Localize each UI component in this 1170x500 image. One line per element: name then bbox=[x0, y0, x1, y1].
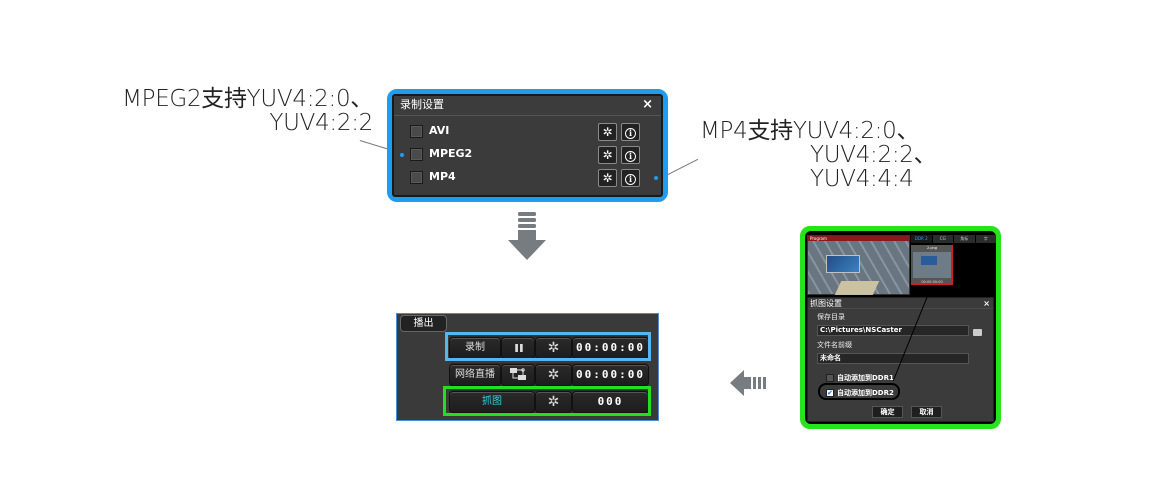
capture-settings-title: 抓图设置 bbox=[810, 299, 842, 308]
record-settings-dialog: 录制设置 × AVI ✲ i MPEG2 ✲ i MP4 ✲ i bbox=[392, 94, 663, 197]
format-row-avi: AVI ✲ i bbox=[410, 123, 647, 141]
tab-text[interactable]: 字 bbox=[975, 235, 996, 243]
tab-logo[interactable]: 角标 bbox=[954, 235, 975, 243]
thumbnail-name: 2.png bbox=[926, 246, 937, 250]
gear-icon: ✲ bbox=[602, 171, 613, 185]
info-icon: i bbox=[625, 151, 636, 162]
record-settings-titlebar: 录制设置 × bbox=[394, 96, 661, 116]
mp4-annotation: MP4支持YUV4:2:0、 YUV4:2:2、 YUV4:4:4 bbox=[700, 118, 937, 192]
capture-button[interactable]: 抓图 bbox=[449, 391, 535, 413]
ddr2-option-highlight bbox=[818, 383, 900, 400]
ddr-tabs: DDR 2 CG 角标 字 bbox=[911, 235, 996, 243]
capture-row: 抓图 ✲ 000 bbox=[449, 390, 649, 414]
capture-counter: 000 bbox=[572, 391, 649, 413]
format-row-mpeg2: MPEG2 ✲ i bbox=[410, 146, 647, 164]
stream-timer: 00:00:00 bbox=[572, 364, 649, 386]
network-icon bbox=[510, 368, 526, 380]
save-dir-input[interactable]: C:\Pictures\NSCaster bbox=[817, 325, 969, 336]
gear-icon: ✲ bbox=[547, 367, 560, 383]
program-preview: Program bbox=[807, 235, 910, 295]
capture-settings-titlebar: 抓图设置 × bbox=[808, 298, 993, 309]
format-label: MPEG2 bbox=[429, 147, 473, 160]
auto-ddr1-label: 自动添加到DDR1 bbox=[837, 374, 894, 382]
record-button[interactable]: 录制 bbox=[449, 337, 501, 359]
check-icon: ✔ bbox=[827, 389, 833, 397]
close-icon[interactable]: × bbox=[642, 97, 653, 112]
format-label: AVI bbox=[429, 124, 450, 137]
thumbnail-time: 00:00:00:00 bbox=[921, 280, 943, 284]
tab-cg[interactable]: CG bbox=[932, 235, 953, 243]
arrow-left-icon bbox=[730, 370, 766, 396]
prefix-input[interactable]: 未命名 bbox=[817, 353, 969, 364]
mp4-annotation-line2: YUV4:2:2、 bbox=[810, 142, 937, 168]
mpeg2-annotation-line2: YUV4:2:2 bbox=[269, 110, 373, 136]
program-image bbox=[808, 241, 909, 295]
stream-row: 网络直播 ✲ 00:00:00 bbox=[449, 363, 649, 387]
cancel-button[interactable]: 取消 bbox=[911, 406, 942, 418]
tab-ddr2[interactable]: DDR 2 bbox=[911, 235, 932, 243]
auto-ddr1-checkbox[interactable] bbox=[826, 374, 834, 382]
capture-settings-highlight: Program DDR 2 CG 角标 字 2.png 00:00:00:00 … bbox=[800, 226, 1001, 429]
stream-button[interactable]: 网络直播 bbox=[449, 364, 501, 386]
tab-output[interactable]: 播出 bbox=[400, 315, 447, 332]
record-row-highlight bbox=[445, 332, 651, 361]
info-icon: i bbox=[625, 128, 636, 139]
format-label: MP4 bbox=[429, 170, 456, 183]
stream-settings-button[interactable]: ✲ bbox=[535, 364, 572, 386]
capture-settings-window: Program DDR 2 CG 角标 字 2.png 00:00:00:00 … bbox=[805, 231, 996, 424]
mpeg2-settings-button[interactable]: ✲ bbox=[598, 146, 617, 164]
thumbnail-image bbox=[913, 252, 951, 278]
arrow-down-icon bbox=[508, 212, 546, 260]
avi-checkbox[interactable] bbox=[410, 125, 423, 138]
auto-ddr2-checkbox[interactable]: ✔ bbox=[826, 389, 834, 397]
close-icon[interactable]: × bbox=[983, 299, 990, 308]
mpeg2-pointer-dot bbox=[400, 153, 404, 157]
capture-row-highlight bbox=[443, 386, 651, 416]
gear-icon: ✲ bbox=[602, 148, 613, 162]
program-desk bbox=[834, 281, 880, 295]
mp4-checkbox[interactable] bbox=[410, 171, 423, 184]
mp4-annotation-line1: MP4支持YUV4:2:0、 bbox=[700, 118, 920, 144]
mpeg2-checkbox[interactable] bbox=[410, 148, 423, 161]
mpeg2-annotation: MPEG2支持YUV4:2:0、 YUV4:2:2 bbox=[122, 87, 373, 135]
mpeg2-info-button[interactable]: i bbox=[621, 146, 640, 164]
pause-icon: ❚❚ bbox=[513, 343, 524, 352]
network-button[interactable] bbox=[501, 364, 535, 386]
program-screen bbox=[826, 255, 860, 273]
gear-icon: ✲ bbox=[602, 125, 613, 139]
format-row-mp4: MP4 ✲ i bbox=[410, 169, 647, 187]
mp4-pointer-dot bbox=[654, 176, 658, 180]
avi-settings-button[interactable]: ✲ bbox=[598, 123, 617, 141]
info-icon: i bbox=[625, 174, 636, 185]
auto-ddr2-label: 自动添加到DDR2 bbox=[837, 389, 894, 397]
mp4-annotation-line3: YUV4:4:4 bbox=[810, 166, 914, 192]
mp4-settings-button[interactable]: ✲ bbox=[598, 169, 617, 187]
record-settings-highlight: 录制设置 × AVI ✲ i MPEG2 ✲ i MP4 ✲ i bbox=[387, 89, 668, 202]
mp4-info-button[interactable]: i bbox=[621, 169, 640, 187]
record-settings-title: 录制设置 bbox=[400, 98, 444, 111]
mpeg2-annotation-line1: MPEG2支持YUV4:2:0、 bbox=[122, 86, 373, 112]
program-titlebar: Program bbox=[808, 236, 909, 241]
avi-info-button[interactable]: i bbox=[621, 123, 640, 141]
ok-button[interactable]: 确定 bbox=[872, 406, 903, 418]
folder-icon[interactable] bbox=[973, 329, 982, 336]
gear-icon: ✲ bbox=[547, 340, 560, 356]
save-dir-label: 保存目录 bbox=[817, 313, 845, 321]
ddr-thumbnail[interactable]: 2.png 00:00:00:00 bbox=[911, 245, 953, 285]
gear-icon: ✲ bbox=[547, 394, 560, 410]
capture-settings-button[interactable]: ✲ bbox=[535, 391, 572, 413]
prefix-label: 文件名前缀 bbox=[817, 341, 852, 349]
